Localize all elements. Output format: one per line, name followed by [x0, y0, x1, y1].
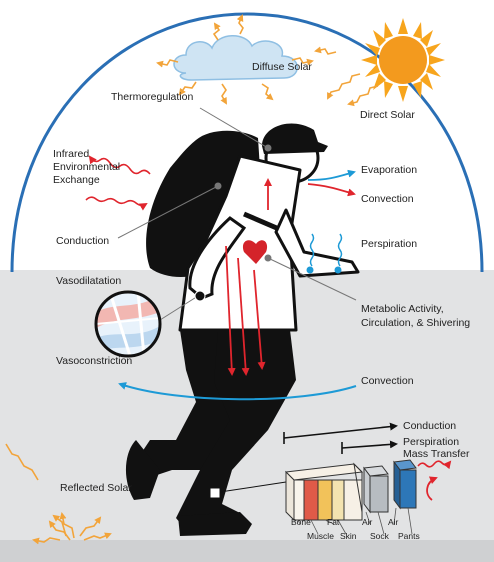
- layer-label-muscle: Muscle: [307, 530, 334, 542]
- layer-label-fat: Fat: [327, 516, 339, 528]
- label-convection-top: Convection: [361, 193, 414, 205]
- label-metabolic-2: Circulation, & Shivering: [361, 317, 470, 329]
- label-perspiration-mass-1: Perspiration: [403, 436, 459, 448]
- convection-top-arrow: [308, 184, 354, 194]
- ground-strip: [0, 540, 494, 562]
- cloud-icon: [174, 36, 297, 80]
- label-thermoregulation: Thermoregulation: [111, 91, 193, 103]
- layer-label-bone: Bone: [291, 516, 311, 528]
- label-infrared-3: Exchange: [53, 174, 100, 186]
- direct-solar-rays: [328, 74, 378, 104]
- label-infrared-2: Environmental: [53, 161, 120, 173]
- layer-label-sock: Sock: [370, 530, 389, 542]
- label-infrared-1: Infrared: [53, 148, 89, 160]
- label-conduction-left: Conduction: [56, 235, 109, 247]
- label-evaporation: Evaporation: [361, 164, 417, 176]
- label-conduction-bottom: Conduction: [403, 420, 456, 432]
- label-diffuse-solar: Diffuse Solar: [252, 61, 312, 73]
- label-direct-solar: Direct Solar: [360, 109, 415, 121]
- label-vasoconstriction: Vasoconstriction: [56, 355, 132, 367]
- label-vasodilatation: Vasodilatation: [56, 275, 121, 287]
- layer-label-skin: Skin: [340, 530, 357, 542]
- vessel-zoom-circle: [96, 292, 160, 356]
- label-perspiration: Perspiration: [361, 238, 417, 250]
- layer-label-air-1: Air: [362, 516, 372, 528]
- layer-label-pants: Pants: [398, 530, 420, 542]
- label-perspiration-mass-2: Mass Transfer: [403, 448, 470, 460]
- sun-icon: [361, 18, 445, 102]
- evaporation-arrow: [308, 172, 354, 180]
- label-convection-mid: Convection: [361, 375, 414, 387]
- skin-patch: [210, 488, 220, 498]
- label-metabolic-1: Metabolic Activity,: [361, 303, 444, 315]
- layer-label-air-2: Air: [388, 516, 398, 528]
- label-reflected-solar: Reflected Solar: [60, 482, 132, 494]
